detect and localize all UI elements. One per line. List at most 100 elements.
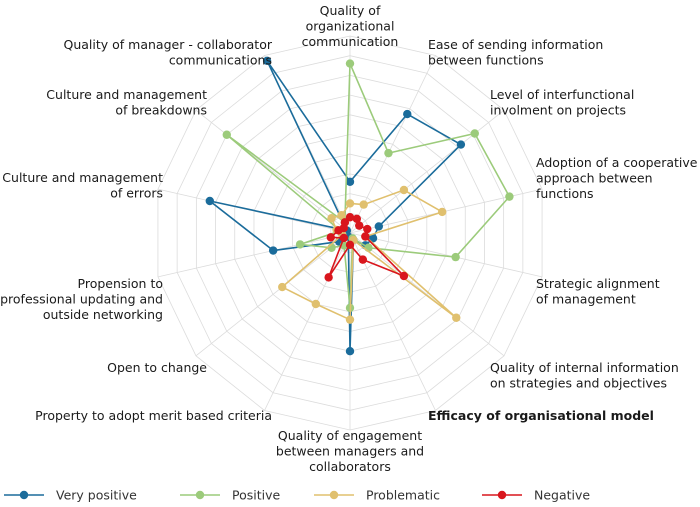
- data-point: [470, 129, 479, 138]
- legend-label: Positive: [232, 488, 280, 503]
- axis-label-line: Ease of sending information: [428, 37, 603, 52]
- data-point: [437, 207, 447, 217]
- axis-label: Property to adopt merit based criteria: [35, 408, 272, 423]
- data-point: [345, 240, 355, 250]
- data-point: [368, 234, 378, 243]
- axis-label-line: of errors: [110, 186, 163, 201]
- axis-label-line: professional updating and: [0, 292, 163, 307]
- axis-label-line: Open to change: [107, 360, 207, 375]
- grid-spoke: [349, 232, 543, 278]
- data-point: [403, 109, 412, 119]
- grid-spoke: [195, 109, 351, 234]
- axis-label-line: Propension to: [78, 276, 163, 291]
- data-point: [345, 347, 355, 356]
- series-line: [209, 60, 462, 353]
- data-point: [361, 232, 370, 241]
- legend-item: Positive: [180, 488, 280, 503]
- legend-swatch-marker: [329, 490, 339, 500]
- axis-label-line: involment on projects: [490, 103, 626, 118]
- axis-label-line: Property to adopt merit based criteria: [35, 408, 272, 423]
- data-point: [363, 224, 372, 234]
- grid-spoke: [349, 232, 505, 357]
- legend-label: Negative: [534, 488, 590, 503]
- data-point: [337, 211, 346, 220]
- series-very-positive: [205, 56, 466, 356]
- axis-label-line: Quality of internal information: [490, 360, 679, 375]
- grid-spoke: [195, 232, 351, 357]
- axis-label-line: approach between: [536, 171, 653, 186]
- legend-swatch-marker: [195, 490, 205, 500]
- data-point: [345, 177, 355, 186]
- data-point: [345, 315, 355, 324]
- axis-label-line: Efficacy of organisational model: [428, 408, 654, 423]
- axis-label-line: communications: [169, 53, 272, 68]
- axis-label-line: collaborators: [309, 459, 391, 474]
- axis-label-line: between managers and: [276, 444, 424, 459]
- data-point: [339, 233, 349, 243]
- axis-label-line: functions: [536, 186, 594, 201]
- data-point: [327, 214, 336, 223]
- data-point: [384, 148, 393, 158]
- data-point: [345, 213, 355, 222]
- data-point: [295, 240, 305, 249]
- axis-label-line: organizational: [306, 19, 395, 34]
- data-point: [268, 246, 278, 255]
- axis-label-line: Adoption of a cooperative: [536, 155, 698, 170]
- data-point: [326, 233, 335, 242]
- legend-swatch-marker: [497, 490, 507, 500]
- axis-label-line: of management: [536, 292, 636, 307]
- axis-label-line: between functions: [428, 53, 544, 68]
- series-negative: [324, 213, 409, 282]
- axis-label-line: Quality of manager - collaborator: [64, 37, 273, 52]
- axis-label-line: Level of interfunctional: [490, 87, 634, 102]
- data-point: [311, 299, 321, 309]
- grid-spoke: [349, 109, 505, 234]
- data-point: [399, 271, 409, 281]
- data-point: [456, 140, 466, 149]
- series-layer: [205, 56, 514, 356]
- data-point: [222, 130, 231, 139]
- data-point: [340, 218, 350, 227]
- axis-label: Open to change: [107, 360, 207, 375]
- data-point: [452, 313, 461, 322]
- data-point: [451, 252, 460, 262]
- legend: Very positive Positive Problematic Negative: [4, 488, 590, 503]
- legend-item: Very positive: [4, 488, 137, 503]
- legend-item: Problematic: [314, 488, 440, 503]
- data-point: [374, 222, 384, 231]
- data-point: [352, 214, 362, 223]
- legend-label: Problematic: [366, 488, 440, 503]
- axis-label-line: on strategies and objectives: [490, 376, 667, 391]
- axis-label-line: Quality of engagement: [278, 428, 422, 443]
- data-point: [262, 56, 272, 66]
- data-point: [399, 185, 409, 195]
- data-point: [505, 192, 514, 201]
- axis-label-line: Culture and management: [2, 170, 163, 185]
- grid-spoke: [157, 232, 351, 278]
- legend-item: Negative: [482, 488, 590, 503]
- axis-label: Efficacy of organisational model: [428, 408, 654, 423]
- data-point: [358, 255, 368, 264]
- data-point: [345, 199, 355, 208]
- axis-label-line: Culture and management: [46, 87, 207, 102]
- legend-label: Very positive: [56, 488, 137, 503]
- axis-label-line: of breakdowns: [115, 103, 207, 118]
- data-point: [355, 221, 364, 230]
- data-point: [278, 282, 287, 292]
- axis-label-line: Quality of: [320, 3, 381, 18]
- data-point: [359, 200, 368, 209]
- legend-swatch-marker: [19, 490, 29, 500]
